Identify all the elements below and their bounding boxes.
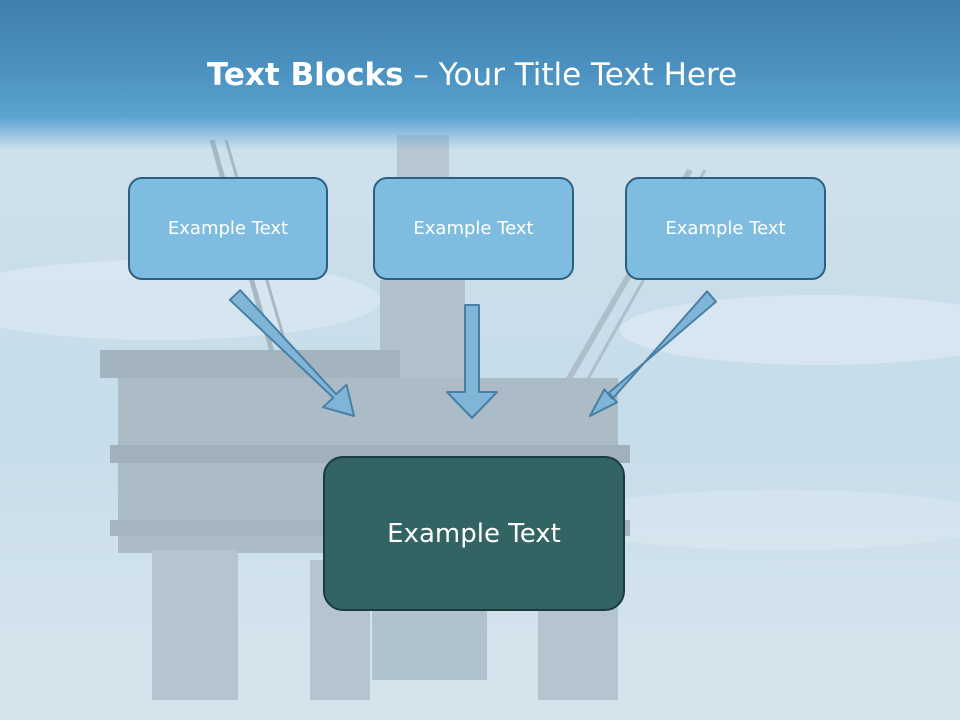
title-rest-text: Your Title Text Here	[438, 57, 738, 93]
arrow-left-diagonal	[228, 289, 355, 417]
text-block-3-label: Example Text	[665, 218, 786, 239]
arrow-center-down	[446, 304, 498, 419]
text-block-2-label: Example Text	[413, 218, 534, 239]
text-block-2[interactable]: Example Text	[373, 177, 574, 280]
arrow-right-diagonal	[589, 290, 717, 417]
title-bar	[0, 0, 960, 150]
text-block-1[interactable]: Example Text	[128, 177, 328, 280]
title-bold-text: Text Blocks	[206, 57, 404, 93]
target-text-block-label: Example Text	[387, 518, 561, 549]
text-block-1-label: Example Text	[167, 218, 289, 239]
target-text-block[interactable]: Example Text	[323, 456, 625, 611]
title-dash: –	[403, 57, 439, 93]
text-block-3[interactable]: Example Text	[625, 177, 826, 280]
slide-title: Text Blocks – Your Title Text Here	[0, 52, 944, 98]
